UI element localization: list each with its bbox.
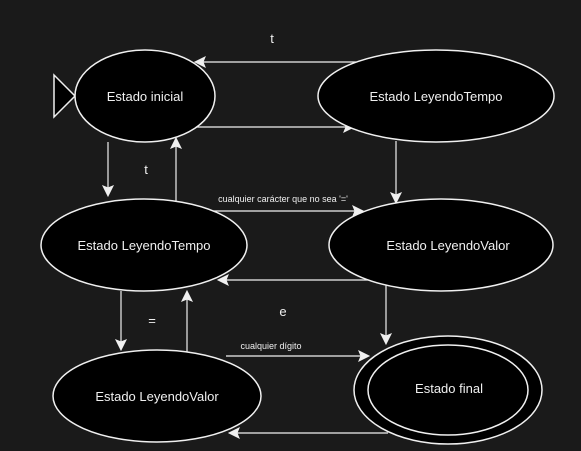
state-final[interactable]: Estado final xyxy=(353,335,543,445)
transition-valor-mid-to-final xyxy=(379,284,393,346)
state-valor-bot-label: Estado LeyendoValor xyxy=(95,389,219,404)
transition-tempo-top-to-valor-mid xyxy=(389,141,403,205)
transition-valor-bot-to-final xyxy=(226,349,371,363)
state-valor-mid-label: Estado LeyendoValor xyxy=(386,238,510,253)
transition-final-to-valor-bot xyxy=(227,426,388,440)
state-tempo-top[interactable]: Estado LeyendoTempo xyxy=(317,49,555,143)
label-e: e xyxy=(279,304,286,319)
state-tempo-mid[interactable]: Estado LeyendoTempo xyxy=(40,198,248,292)
transition-valor-bot-to-tempo-mid xyxy=(180,289,194,353)
state-final-label: Estado final xyxy=(415,381,483,396)
final-state-inner-ring xyxy=(367,344,529,436)
state-tempo-top-label: Estado LeyendoTempo xyxy=(370,89,503,104)
label-no-igual: cualquier carácter que no sea '=' xyxy=(218,194,348,204)
label-igual: = xyxy=(148,313,156,328)
transition-tempo-mid-to-valor-bot xyxy=(114,291,128,352)
initial-state-marker xyxy=(53,73,77,119)
label-digito: cualquier dígito xyxy=(240,341,301,351)
transition-tempo-top-to-inicial xyxy=(193,55,356,69)
label-t-left: t xyxy=(144,162,148,177)
transition-inicial-to-tempo-mid xyxy=(101,142,115,198)
transition-valor-mid-to-tempo-mid xyxy=(216,273,372,287)
transition-inicial-to-tempo-top xyxy=(195,120,356,134)
state-tempo-mid-label: Estado LeyendoTempo xyxy=(78,238,211,253)
transition-tempo-mid-to-inicial xyxy=(169,136,183,202)
label-t-top: t xyxy=(270,31,274,46)
state-valor-bot[interactable]: Estado LeyendoValor xyxy=(52,349,262,443)
state-inicial[interactable]: Estado inicial xyxy=(74,49,216,143)
state-inicial-label: Estado inicial xyxy=(107,89,184,104)
transition-tempo-mid-to-valor-mid xyxy=(207,204,365,218)
state-valor-mid[interactable]: Estado LeyendoValor xyxy=(328,198,554,292)
